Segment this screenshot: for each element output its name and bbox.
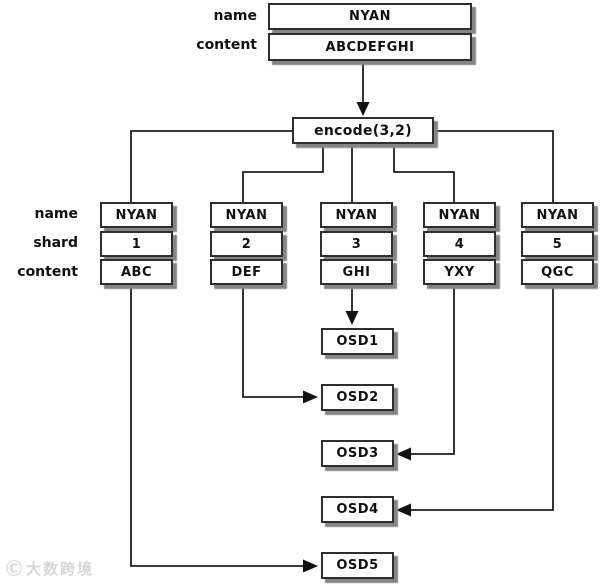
arrowhead-osd2	[303, 390, 318, 404]
object-name-label: name	[213, 8, 258, 24]
connector-shard1-to-osd5	[130, 285, 304, 567]
shard2-content-box: DEF	[210, 259, 283, 285]
row-label-shard: shard	[33, 235, 78, 251]
object-content-label: content	[196, 37, 257, 53]
connector-encode-to-shard5	[434, 130, 554, 202]
shard3-name-box: NYAN	[320, 202, 393, 228]
shard3-content-box: GHI	[320, 259, 393, 285]
osd5-box: OSD5	[321, 552, 394, 579]
shard-column-3: NYAN 3 GHI	[320, 202, 393, 288]
shard-column-4: NYAN 4 YXY	[423, 202, 496, 288]
shard4-content-box: YXY	[423, 259, 496, 285]
shard5-name-box: NYAN	[521, 202, 594, 228]
shard5-number-box: 5	[521, 231, 594, 257]
shard1-name-box: NYAN	[100, 202, 173, 228]
shard2-name-box: NYAN	[210, 202, 283, 228]
arrowhead-osd4	[396, 503, 411, 517]
row-label-name: name	[34, 206, 79, 222]
connector-shard5-to-osd4	[410, 285, 554, 511]
watermark: Ⓒ 大数跨境	[6, 558, 94, 579]
row-label-content: content	[17, 264, 78, 280]
arrowhead-osd5	[303, 559, 318, 573]
encode-function-box: encode(3,2)	[292, 117, 434, 144]
shard1-content-box: ABC	[100, 259, 173, 285]
osd4-box: OSD4	[321, 496, 394, 523]
osd2-box: OSD2	[321, 384, 394, 411]
shard-column-1: NYAN 1 ABC	[100, 202, 173, 288]
shard1-number-box: 1	[100, 231, 173, 257]
arrowhead-osd3	[396, 447, 411, 461]
watermark-logo-icon: Ⓒ	[6, 558, 23, 578]
shard4-name-box: NYAN	[423, 202, 496, 228]
arrowhead-osd1	[345, 311, 359, 325]
shard2-number-box: 2	[210, 231, 283, 257]
connector-shard4-to-osd3	[410, 285, 455, 455]
connector-shard2-to-osd2	[242, 285, 304, 398]
object-name-box: NYAN	[268, 3, 472, 30]
shard4-number-box: 4	[423, 231, 496, 257]
connector-encode-to-shard1	[130, 130, 292, 202]
shard-column-2: NYAN 2 DEF	[210, 202, 283, 288]
watermark-text: 大数跨境	[26, 560, 95, 578]
shard5-content-box: QGC	[521, 259, 594, 285]
osd3-box: OSD3	[321, 440, 394, 467]
arrowhead-encode	[356, 102, 370, 116]
connector-encode-to-shard4	[393, 144, 455, 202]
object-content-box: ABCDEFGHI	[268, 33, 472, 61]
connector-encode-to-shard2	[242, 144, 324, 202]
shard3-number-box: 3	[320, 231, 393, 257]
shard-column-5: NYAN 5 QGC	[521, 202, 594, 288]
osd1-box: OSD1	[321, 328, 394, 355]
